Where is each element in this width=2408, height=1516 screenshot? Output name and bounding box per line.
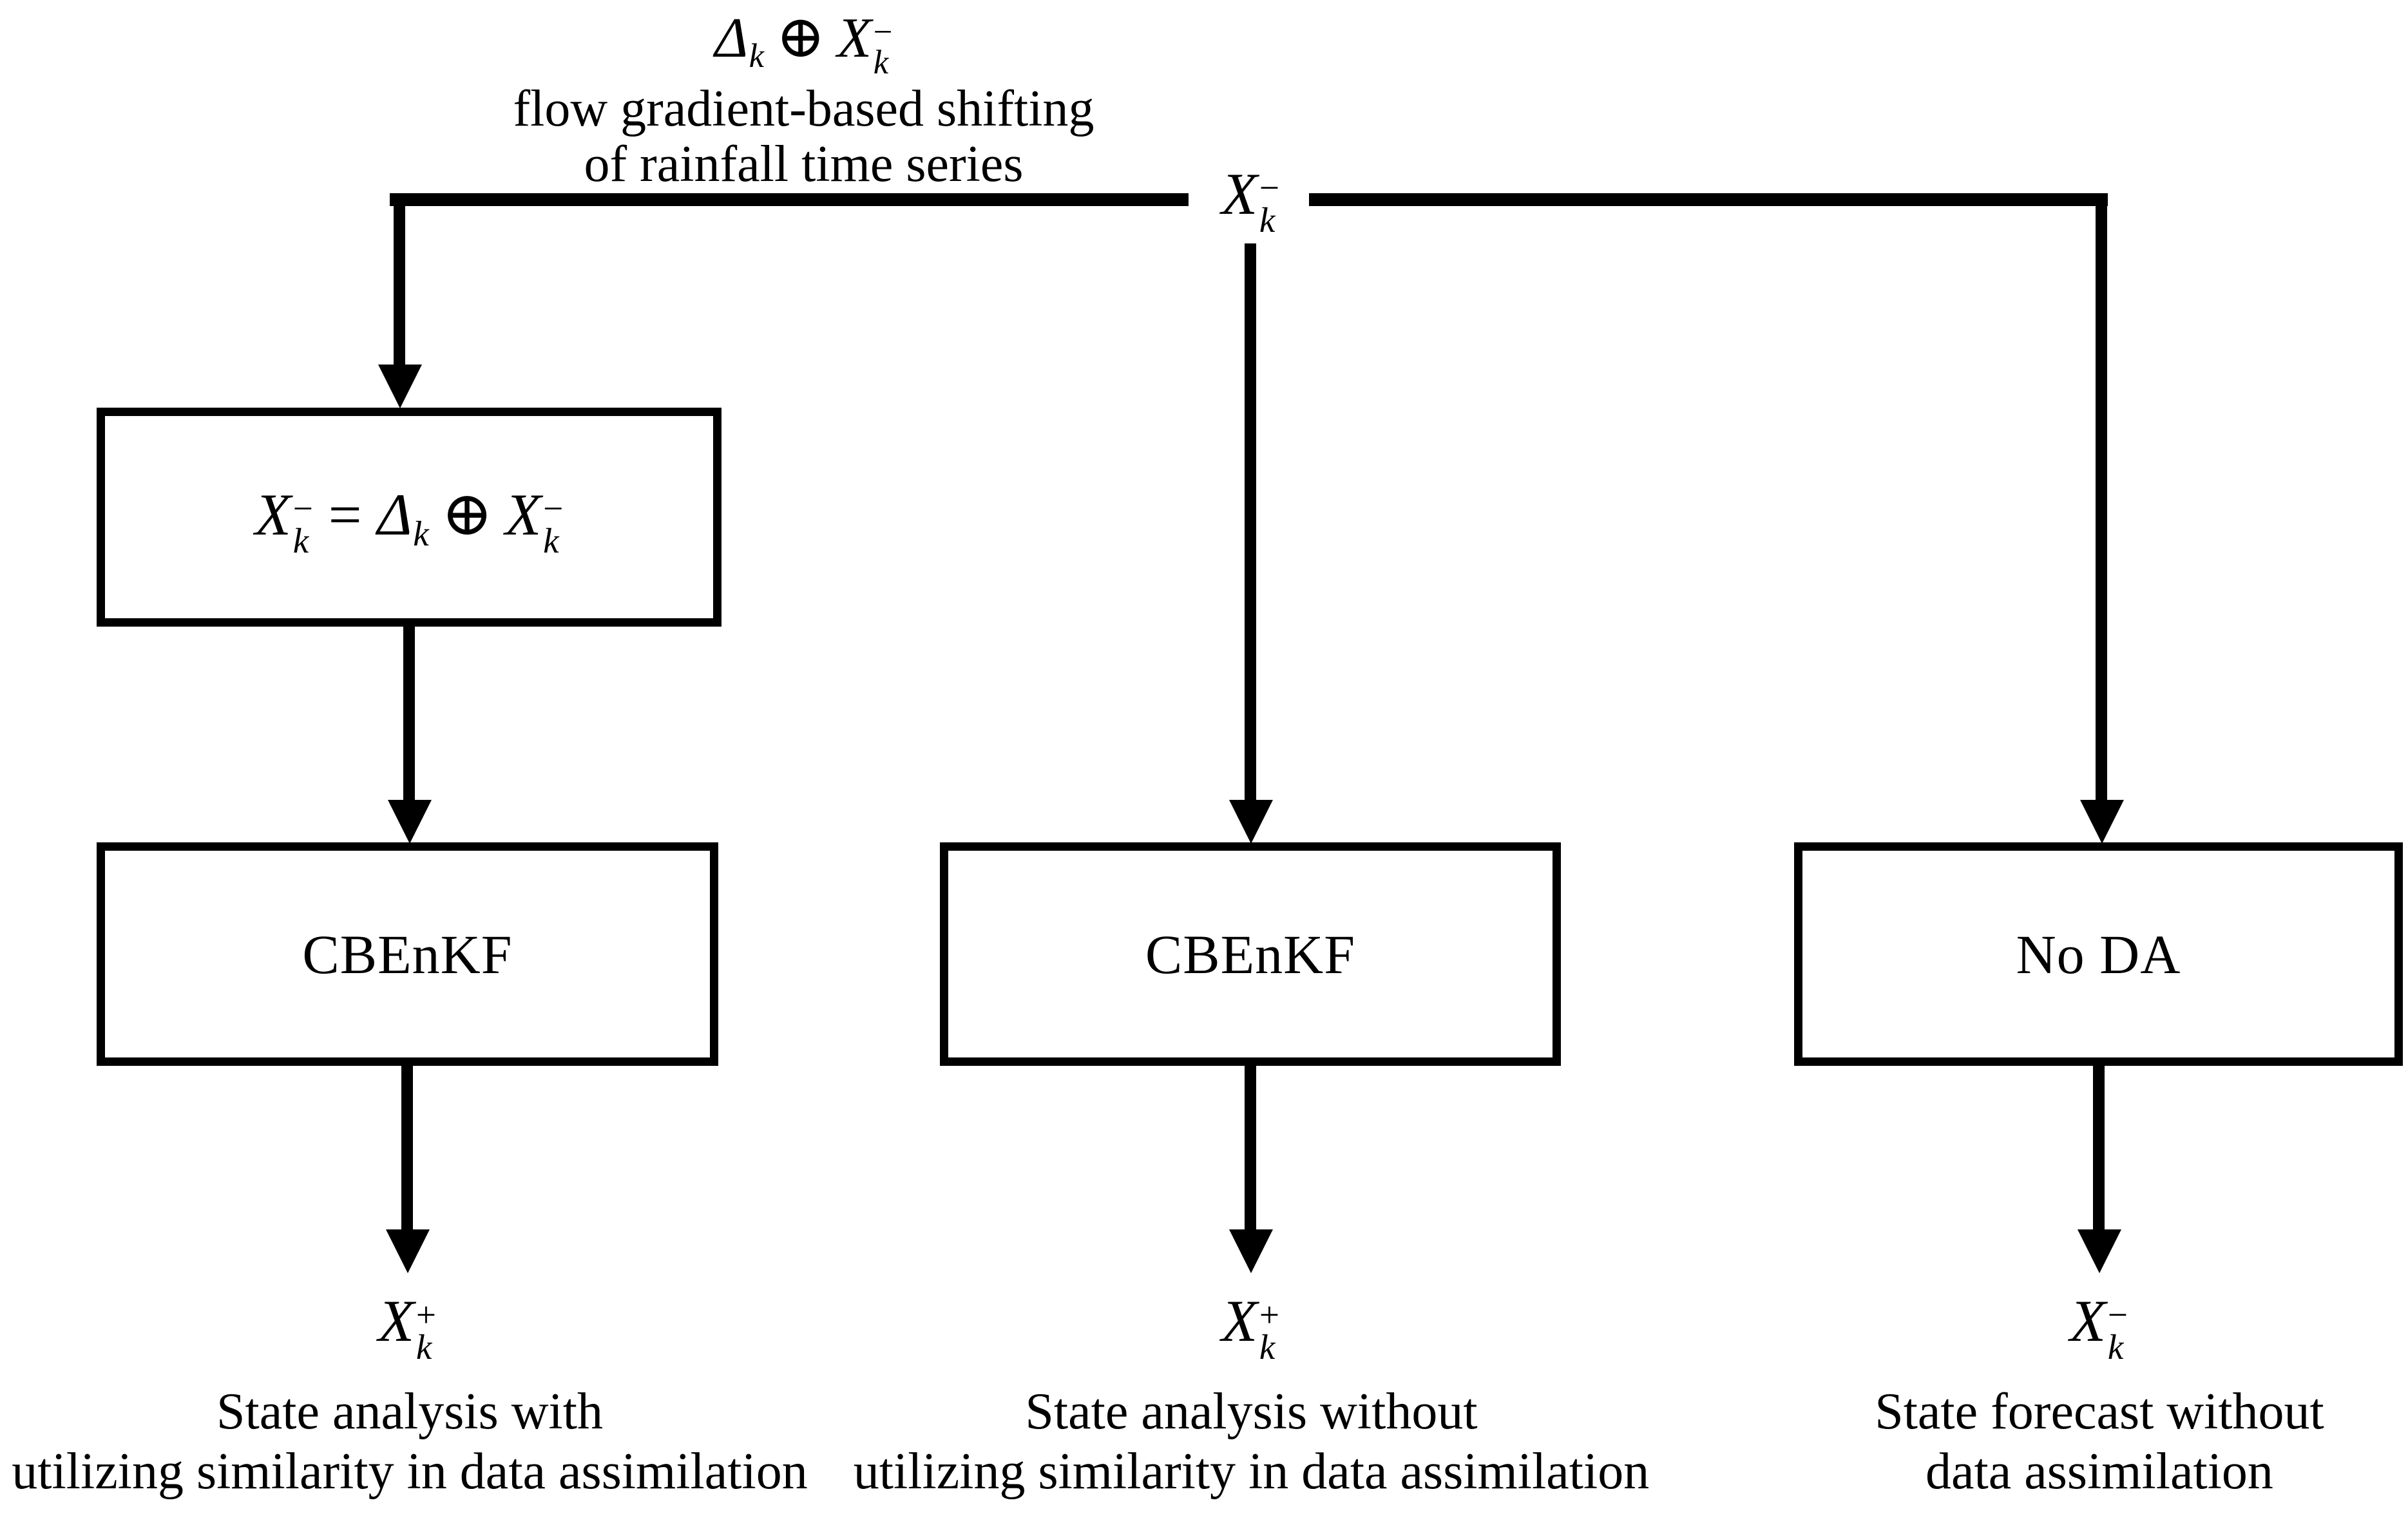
top-annotation: Δk⊕X−k flow gradient-based shifting of r… — [448, 4, 1160, 193]
arrow-shift-to-cbenkf-stem — [403, 625, 415, 801]
arrow-output-right-stem — [2093, 1065, 2105, 1231]
arrow-right-stem — [2096, 193, 2107, 801]
caption-right: State forecast without data assimilation — [1791, 1382, 2408, 1502]
arrow-middle-head — [1229, 800, 1273, 844]
arrow-output-middle-stem — [1245, 1065, 1256, 1231]
caption-left-line2: utilizing similarity in data assimilatio… — [12, 1443, 808, 1500]
oplus-icon: ⊕ — [441, 480, 493, 549]
arrow-output-left-head — [386, 1229, 430, 1273]
arrow-output-right-head — [2078, 1229, 2121, 1273]
delta-k-symbol: Δk — [714, 7, 765, 75]
caption-left: State analysis with utilizing similarity… — [0, 1382, 819, 1502]
arrow-shift-to-cbenkf-head — [388, 800, 432, 844]
arrow-output-left-stem — [401, 1065, 413, 1231]
top-annotation-line3: of rainfall time series — [584, 136, 1024, 193]
caption-right-line1: State forecast without — [1875, 1383, 2324, 1440]
top-annotation-formula: Δk⊕X−k — [448, 4, 1160, 82]
x-forecast-symbol: X−k — [837, 7, 893, 82]
arrow-middle-stem — [1245, 243, 1256, 801]
no-da-box: No DA — [1794, 842, 2403, 1066]
output-symbol-right: X−k — [2069, 1288, 2128, 1367]
caption-right-line2: data assimilation — [1925, 1443, 2273, 1500]
caption-left-line1: State analysis with — [216, 1383, 603, 1440]
connector-horizontal-left-segment — [390, 193, 1189, 206]
cbenkf-box-left: CBEnKF — [97, 842, 718, 1066]
arrow-output-middle-head — [1229, 1229, 1273, 1273]
shift-equation: X−k=Δk⊕X−k — [254, 480, 564, 560]
caption-middle-line2: utilizing similarity in data assimilatio… — [853, 1443, 1650, 1500]
cbenkf-middle-label: CBEnKF — [1145, 923, 1356, 985]
output-symbol-middle: X+k — [1221, 1288, 1280, 1367]
arrow-left-top-stem — [394, 193, 405, 367]
no-da-label: No DA — [2016, 923, 2181, 985]
caption-middle: State analysis without utilizing similar… — [834, 1382, 1668, 1502]
oplus-icon: ⊕ — [776, 4, 826, 70]
equals-sign: = — [328, 482, 362, 548]
arrow-right-head — [2080, 800, 2124, 844]
connector-label-x-forecast: X−k — [1221, 161, 1280, 240]
top-annotation-line2: flow gradient-based shifting — [513, 80, 1094, 137]
cbenkf-left-label: CBEnKF — [302, 923, 513, 985]
connector-horizontal-right-segment — [1309, 193, 2108, 206]
arrow-left-top-head — [378, 365, 422, 408]
caption-middle-line1: State analysis without — [1025, 1383, 1478, 1440]
shift-equation-box: X−k=Δk⊕X−k — [97, 408, 721, 627]
cbenkf-box-middle: CBEnKF — [940, 842, 1561, 1066]
output-symbol-left: X+k — [377, 1288, 437, 1367]
